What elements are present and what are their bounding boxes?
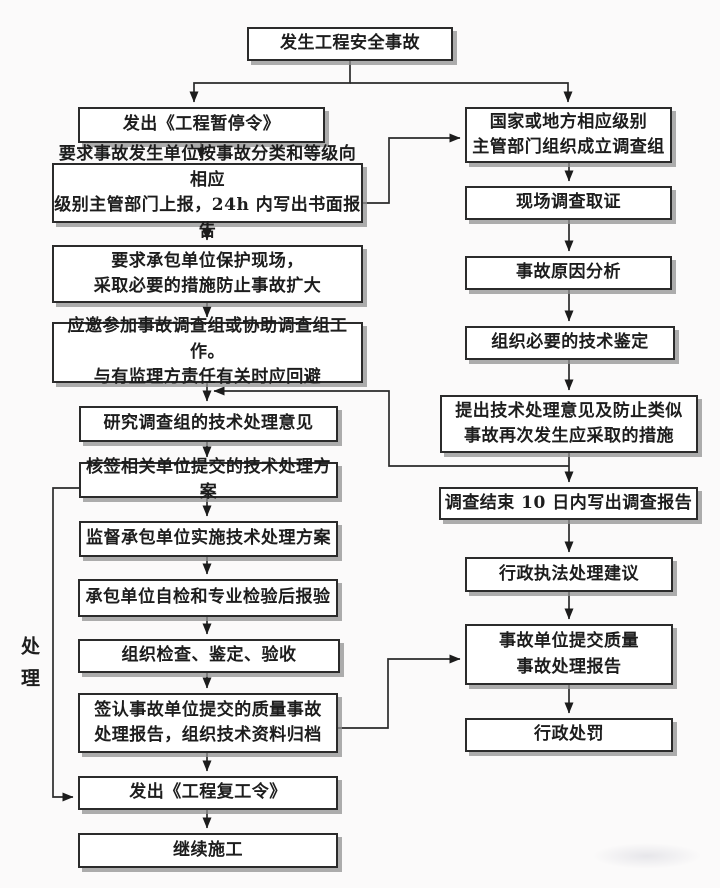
node-propose-treatment-measures: 提出技术处理意见及防止类似 事故再次发生应采取的措施 bbox=[440, 395, 698, 453]
node-continue-construction: 继续施工 bbox=[78, 833, 338, 868]
edge-b4-merge-to-a5 bbox=[213, 386, 569, 467]
phase-label-handling: 处理 bbox=[18, 636, 40, 700]
node-study-technical-opinions: 研究调查组的技术处理意见 bbox=[79, 406, 338, 442]
node-investigation-report-10days: 调查结束 10 日内写出调查报告 bbox=[439, 487, 698, 520]
node-join-investigation-team: 应邀参加事故调查组或协助调查组工作。 与有监理方责任有关时应回避 bbox=[52, 316, 363, 387]
node-protect-site: 要求承包单位保护现场， 采取必要的措施防止事故扩大 bbox=[52, 245, 363, 303]
node-authority-forms-investigation-team: 国家或地方相应级别 主管部门组织成立调查组 bbox=[465, 107, 672, 163]
node-countersign-quality-report-archive: 签认事故单位提交的质量事故 处理报告，组织技术资料归档 bbox=[78, 693, 338, 753]
edge-a2-to-b0 bbox=[363, 133, 461, 204]
node-technical-appraisal: 组织必要的技术鉴定 bbox=[465, 326, 675, 360]
edge-a6-loop-to-a11 bbox=[52, 487, 79, 802]
node-accident-occurs: 发生工程安全事故 bbox=[247, 27, 453, 61]
node-issue-suspension-order: 发出《工程暂停令》 bbox=[78, 107, 325, 143]
node-countersign-treatment-plan: 核签相关单位提交的技术处理方案 bbox=[79, 457, 338, 502]
node-unit-submits-quality-report: 事故单位提交质量 事故处理报告 bbox=[465, 624, 673, 685]
edge-start-to-investigation-team bbox=[350, 82, 573, 103]
node-administrative-enforcement-suggestion: 行政执法处理建议 bbox=[465, 557, 673, 592]
node-supervise-implementation: 监督承包单位实施技术处理方案 bbox=[79, 521, 338, 557]
edge-start-to-suspension bbox=[189, 60, 351, 103]
node-contractor-self-inspection: 承包单位自检和专业检验后报验 bbox=[78, 579, 338, 617]
node-require-report-24h: 要求事故发生单位按事故分类和等级向相应 级别主管部门上报，24h 内写出书面报告 bbox=[52, 144, 363, 241]
node-site-investigation: 现场调查取证 bbox=[465, 186, 672, 220]
node-issue-resume-order: 发出《工程复工令》 bbox=[78, 776, 338, 810]
node-organize-inspection-acceptance: 组织检查、鉴定、验收 bbox=[78, 639, 340, 673]
node-cause-analysis: 事故原因分析 bbox=[465, 256, 672, 290]
watermark-smudge bbox=[592, 843, 702, 869]
node-administrative-penalty: 行政处罚 bbox=[465, 718, 673, 752]
edge-a10-to-b7 bbox=[338, 654, 461, 729]
